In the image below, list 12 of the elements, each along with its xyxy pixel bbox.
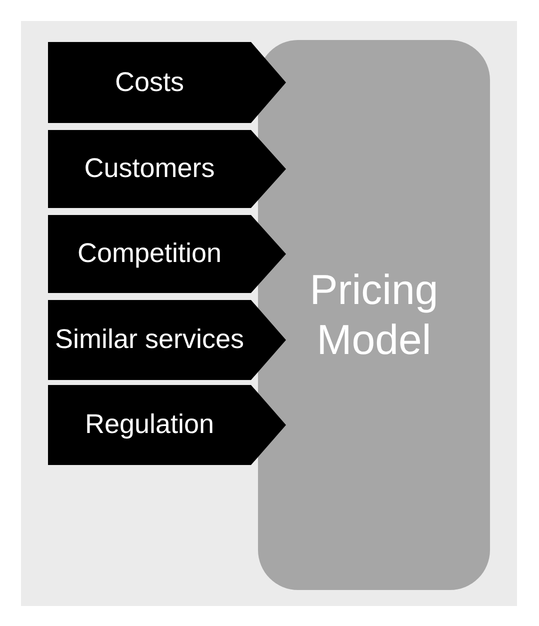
- panel-title: Pricing Model: [308, 264, 440, 365]
- pentagon-tab: [48, 215, 286, 293]
- chevron-label: Similar services: [54, 323, 246, 356]
- chevron-label: Costs: [114, 66, 186, 99]
- pentagon-tab: [48, 300, 286, 380]
- chevron-label: Customers: [83, 152, 216, 186]
- pentagon-tab: [48, 42, 286, 123]
- rounded-panel: [258, 40, 490, 590]
- pentagon-tab: [48, 130, 286, 208]
- chevron-label: Competition: [76, 237, 223, 270]
- chevron-label: Regulation: [84, 408, 216, 442]
- pentagon-tab: [48, 385, 286, 465]
